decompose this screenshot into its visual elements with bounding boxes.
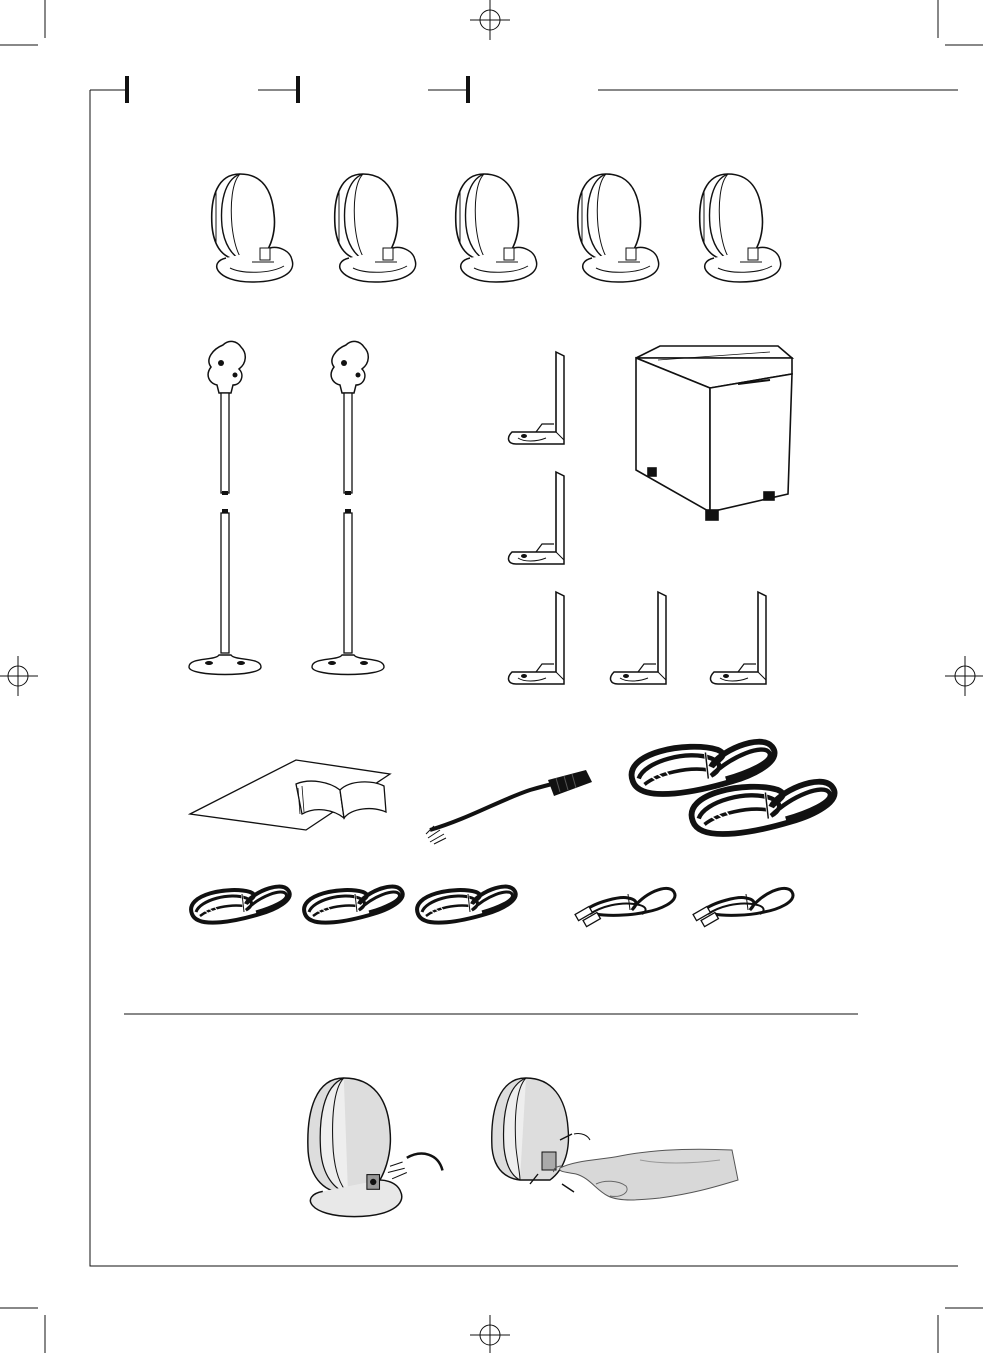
rca-cables [575,888,793,926]
long-speaker-cables [632,742,835,834]
speaker-cable-coil-icon [191,887,290,923]
floor-stand-icon [189,341,261,674]
floor-stand-icon [312,341,384,674]
short-speaker-cables [191,887,516,923]
rca-cable-coil-icon [575,888,675,926]
satellite-speaker-icon [700,174,781,282]
wall-bracket-icon [509,592,564,684]
wall-bracket-icon [711,592,766,684]
wall-bracket-icon [509,352,564,444]
wall-bracket-icon [509,472,564,564]
registration-mark-right [945,656,983,696]
wall-bracket-icon [611,592,666,684]
hand-pointing-icon [553,1149,738,1200]
registration-mark-left [0,656,38,696]
manual-booklet-icon [190,760,390,830]
speaker-cable-coil-icon [417,887,516,923]
speaker-terminal-press-illustration [492,1078,738,1200]
satellite-speaker-icon [212,174,293,282]
registration-mark-top [470,0,510,40]
satellite-speaker-icon [456,174,537,282]
satellite-speaker-icon [578,174,659,282]
adapter-cable-icon [426,770,592,844]
satellite-speaker-icon [335,174,416,282]
satellite-speaker-row [212,174,781,282]
speaker-connection-illustration [308,1078,443,1217]
rca-cable-coil-icon [693,888,793,926]
subwoofer-icon [636,346,792,520]
speaker-cable-coil-icon [304,887,403,923]
registration-mark-bottom [470,1315,510,1353]
